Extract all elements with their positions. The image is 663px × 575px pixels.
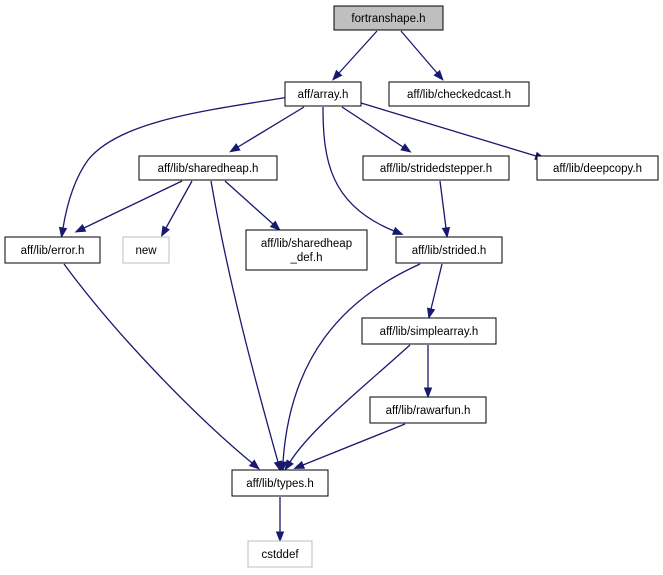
edge-error-to-types [63,263,260,470]
edge-array-to-stridedstepper [341,106,412,153]
edge-rawarfun-to-types [293,423,406,469]
edge-arrowhead [400,143,412,153]
edge-arrowhead [160,225,170,238]
node-label: aff/lib/sharedheap [261,238,352,250]
node-label: new [135,245,157,257]
edge-arrowhead [423,387,433,399]
node-box [536,155,659,181]
edge-sharedheap-to-error [74,180,183,233]
edge-line [341,106,404,148]
node-label: _def.h [290,252,323,264]
node-rawarfun[interactable]: aff/lib/rawarfun.h [369,396,487,424]
edges-layer [58,30,546,543]
edge-sharedheap-to-sharedheap_def [224,180,281,231]
edge-array-to-deepcopy [360,102,546,160]
edge-arrowhead [284,459,294,471]
edge-types-to-cstddef [275,497,285,543]
node-label: aff/lib/checkedcast.h [407,89,511,101]
edge-arrowhead [332,69,343,81]
edge-line [165,180,193,229]
edge-line [400,30,438,74]
node-box [395,236,503,264]
node-box [284,81,362,107]
node-label: aff/lib/stridedstepper.h [380,163,492,175]
node-types[interactable]: aff/lib/types.h [231,469,329,497]
node-strided[interactable]: aff/lib/strided.h [395,236,503,264]
edge-arrowhead [248,459,260,470]
edge-arrowhead [58,226,68,239]
node-box [388,81,530,107]
node-label: aff/array.h [298,89,349,101]
edge-line [62,96,290,229]
edge-array-to-error [58,96,290,239]
node-box [362,155,510,181]
node-box [4,236,101,264]
node-box [369,396,487,424]
edge-sharedheap-to-types [210,180,282,472]
edge-arrowhead [433,69,444,81]
node-box [138,155,278,181]
node-label: aff/lib/rawarfun.h [386,405,471,417]
edge-arrowhead [275,531,285,543]
edge-arrowhead [427,307,436,320]
node-label: fortranshape.h [351,13,425,25]
edge-line [83,180,183,229]
node-error[interactable]: aff/lib/error.h [4,236,101,264]
node-simplearray[interactable]: aff/lib/simplearray.h [361,317,497,345]
edge-arrowhead [278,461,288,473]
edge-array-to-sharedheap [229,106,305,153]
node-fortranshape[interactable]: fortranshape.h [333,5,444,31]
edge-sharedheap-to-new [160,180,193,238]
edge-line [224,180,274,225]
node-sharedheap-def[interactable]: aff/lib/sharedheap _def.h [245,229,368,271]
node-label: aff/lib/sharedheap.h [158,163,259,175]
node-label: aff/lib/types.h [246,478,314,490]
edge-line [63,263,253,464]
edge-arrowhead [269,220,281,231]
node-deepcopy[interactable]: aff/lib/deepcopy.h [536,155,659,181]
edge-line [360,102,537,157]
node-box [361,317,497,345]
edge-line [322,106,395,232]
edge-line [237,106,305,148]
nodes-layer: fortranshape.h aff/array.h aff/lib/checked… [4,5,659,568]
edge-strided-to-types [278,263,421,473]
node-box [122,236,170,264]
edge-arrowhead [391,226,404,235]
edge-line [282,263,421,463]
edge-simplearray-to-rawarfun [423,345,433,399]
edge-arrowhead [441,226,451,239]
node-new: new [122,236,170,264]
node-box [231,469,329,497]
edge-line [289,344,411,463]
node-label: aff/lib/deepcopy.h [553,163,642,175]
edge-arrowhead [74,223,87,233]
edge-fortranshape-to-array [332,30,378,81]
node-checkedcast[interactable]: aff/lib/checkedcast.h [388,81,530,107]
edge-arrowhead [229,143,241,153]
edge-fortranshape-to-checkedcast [400,30,444,81]
node-label: cstddef [261,549,299,561]
node-stridedstepper[interactable]: aff/lib/stridedstepper.h [362,155,510,181]
edge-arrowhead [293,460,306,469]
node-cstddef: cstddef [247,540,313,568]
node-box [333,5,444,31]
node-array[interactable]: aff/array.h [284,81,362,107]
edge-line [439,180,447,229]
edge-strided-to-simplearray [427,263,443,320]
node-label: aff/lib/strided.h [412,245,487,257]
edge-line [302,423,406,466]
edge-array-to-strided [322,106,404,235]
edge-line [430,263,443,310]
node-sharedheap[interactable]: aff/lib/sharedheap.h [138,155,278,181]
node-label: aff/lib/simplearray.h [380,326,479,338]
node-label: aff/lib/error.h [21,245,85,257]
edge-stridedstepper-to-strided [439,180,451,239]
edge-simplearray-to-types [284,344,411,471]
node-box [245,229,368,271]
node-box [247,540,313,568]
edge-line [210,180,279,463]
edge-line [338,30,378,74]
